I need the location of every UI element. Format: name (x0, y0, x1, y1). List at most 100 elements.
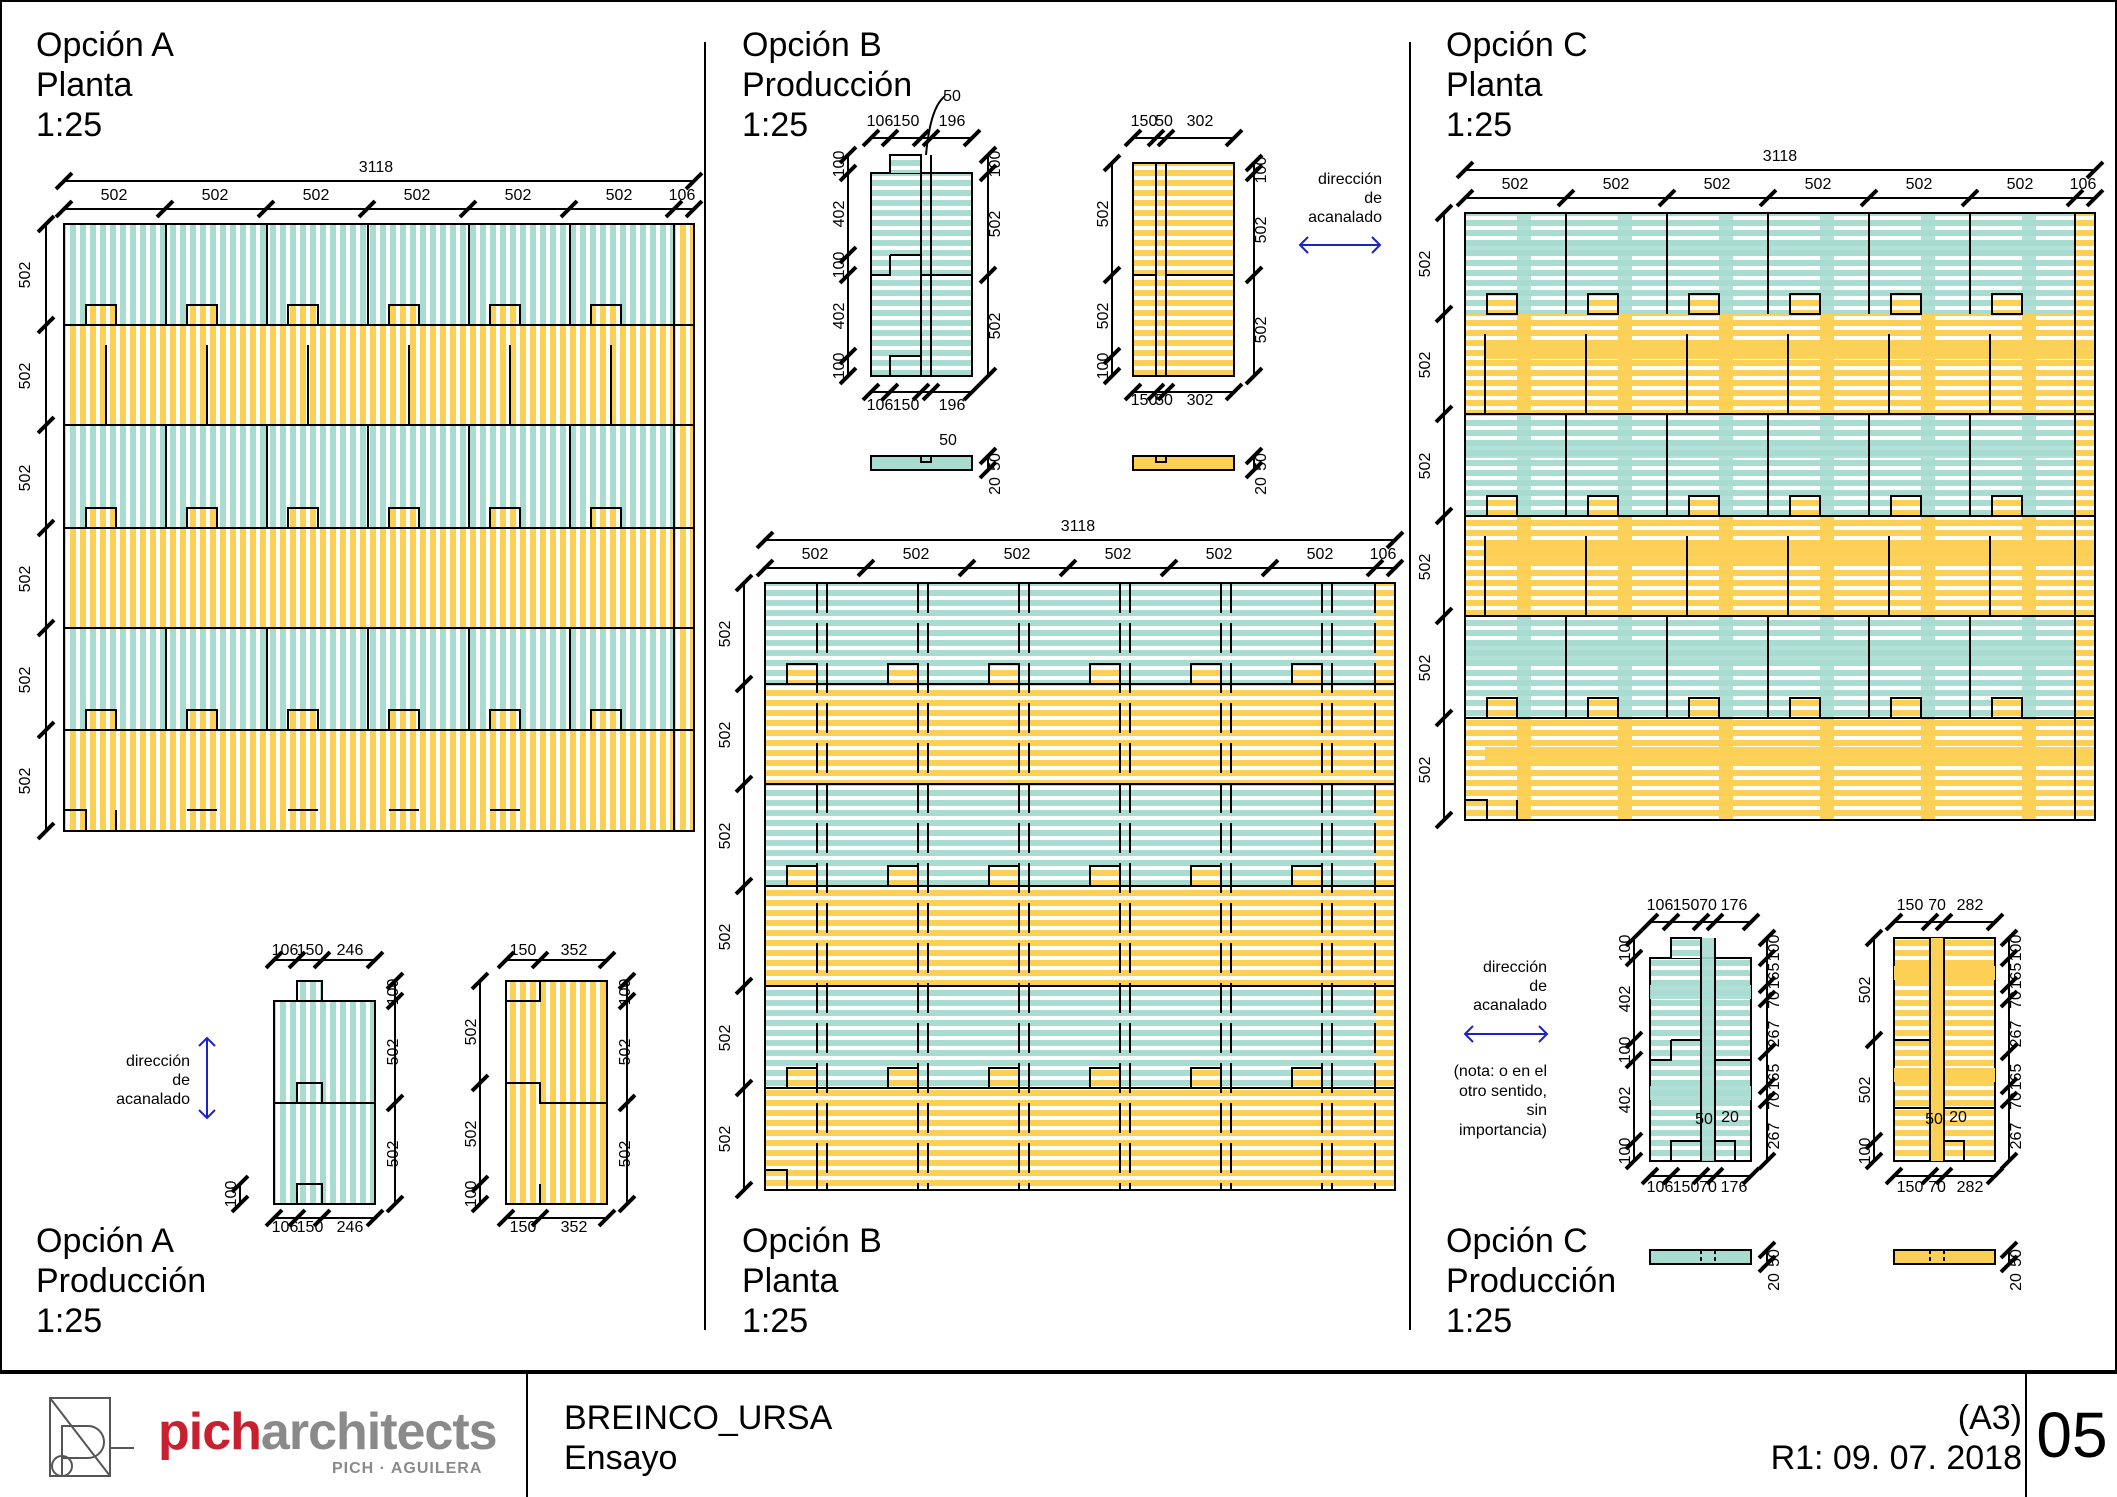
svg-text:20: 20 (2008, 1273, 2025, 1291)
svg-text:502: 502 (1307, 546, 1334, 563)
svg-text:106: 106 (1647, 1179, 1674, 1196)
logo-cell: picharchitects PICH · AGUILERA (0, 1374, 528, 1497)
svg-text:502: 502 (505, 187, 532, 204)
svg-text:502: 502 (987, 313, 1004, 340)
svg-text:70: 70 (1928, 897, 1946, 914)
svg-text:502: 502 (17, 262, 34, 289)
svg-text:165: 165 (2008, 1064, 2025, 1091)
svg-text:502: 502 (717, 924, 734, 951)
svg-text:502: 502 (1095, 201, 1112, 228)
svg-text:502: 502 (802, 546, 829, 563)
svg-text:196: 196 (939, 397, 966, 414)
svg-text:267: 267 (1766, 1021, 1783, 1048)
revision-date: R1: 09. 07. 2018 (1770, 1439, 2022, 1477)
svg-text:70: 70 (1699, 897, 1717, 914)
option-a-plan: 3118 502 502 502 502 502 502 106 502 502… (17, 159, 704, 841)
svg-text:20: 20 (1766, 1273, 1783, 1291)
paper-format: (A3) (1957, 1399, 2022, 1437)
svg-text:150: 150 (1131, 113, 1158, 130)
svg-text:100: 100 (1253, 157, 1270, 184)
svg-text:502: 502 (717, 621, 734, 648)
svg-text:100: 100 (463, 1181, 480, 1208)
svg-text:402: 402 (1617, 1087, 1634, 1114)
svg-text:100: 100 (1617, 935, 1634, 962)
svg-text:106: 106 (272, 1219, 299, 1236)
svg-text:100: 100 (987, 151, 1004, 178)
svg-text:267: 267 (1766, 1123, 1783, 1150)
sheet-number: 05 (2025, 1374, 2117, 1497)
svg-text:100: 100 (1617, 1037, 1634, 1064)
svg-text:50: 50 (1925, 1111, 1943, 1128)
logo-wordmark: picharchitects (158, 1403, 498, 1461)
svg-text:70: 70 (2008, 991, 2025, 1009)
svg-text:176: 176 (1721, 897, 1748, 914)
svg-text:150: 150 (1673, 1179, 1700, 1196)
svg-text:70: 70 (1766, 991, 1783, 1009)
direction-arrow-vertical-a (198, 1036, 216, 1120)
svg-text:302: 302 (1187, 392, 1214, 409)
svg-text:502: 502 (303, 187, 330, 204)
drawing-subject: Ensayo (564, 1439, 678, 1477)
project-name: BREINCO_URSA (564, 1399, 833, 1437)
svg-text:150: 150 (297, 1219, 324, 1236)
svg-text:502: 502 (404, 187, 431, 204)
svg-text:70: 70 (1699, 1179, 1717, 1196)
direction-arrow-horizontal-c (1463, 1025, 1549, 1043)
svg-text:20: 20 (1721, 1109, 1739, 1126)
option-a-production: 106 150 246 106 150 246 100 502 502 100 … (116, 942, 637, 1236)
svg-text:502: 502 (17, 667, 34, 694)
revision-info: (A3) R1: 09. 07. 2018 (1771, 1398, 2022, 1478)
svg-text:502: 502 (385, 1039, 402, 1066)
svg-text:176: 176 (1721, 1179, 1748, 1196)
svg-text:402: 402 (831, 201, 848, 228)
svg-text:150: 150 (297, 942, 324, 959)
svg-text:502: 502 (17, 363, 34, 390)
svg-text:150: 150 (1131, 392, 1158, 409)
svg-text:502: 502 (717, 1126, 734, 1153)
svg-text:150: 150 (510, 942, 537, 959)
svg-text:502: 502 (617, 1039, 634, 1066)
svg-text:70: 70 (1928, 1179, 1946, 1196)
svg-text:502: 502 (903, 546, 930, 563)
svg-text:246: 246 (337, 1219, 364, 1236)
svg-text:502: 502 (1417, 757, 1434, 784)
svg-text:106: 106 (272, 942, 299, 959)
svg-text:106: 106 (1370, 546, 1397, 563)
svg-text:3118: 3118 (359, 159, 394, 176)
svg-text:502: 502 (606, 187, 633, 204)
svg-text:502: 502 (717, 722, 734, 749)
svg-text:502: 502 (1417, 453, 1434, 480)
svg-text:402: 402 (831, 303, 848, 330)
svg-text:302: 302 (1187, 113, 1214, 130)
svg-text:50: 50 (1155, 113, 1173, 130)
svg-text:100: 100 (617, 979, 634, 1006)
svg-text:502: 502 (1095, 303, 1112, 330)
svg-text:502: 502 (1417, 655, 1434, 682)
svg-text:502: 502 (1502, 176, 1529, 193)
svg-text:106: 106 (867, 397, 894, 414)
svg-text:246: 246 (337, 942, 364, 959)
svg-text:502: 502 (17, 566, 34, 593)
option-b-production: 106 150 196 50 106 150 196 50 100 402 10… (831, 88, 1382, 495)
svg-text:402: 402 (1617, 986, 1634, 1013)
svg-text:50: 50 (1155, 392, 1173, 409)
svg-text:502: 502 (1004, 546, 1031, 563)
svg-text:20: 20 (1253, 477, 1270, 495)
svg-text:282: 282 (1957, 1179, 1984, 1196)
svg-text:502: 502 (1857, 1077, 1874, 1104)
svg-text:150: 150 (1897, 897, 1924, 914)
svg-text:3118: 3118 (1763, 148, 1798, 165)
svg-text:352: 352 (561, 942, 588, 959)
svg-text:106: 106 (669, 187, 696, 204)
svg-text:100: 100 (831, 252, 848, 279)
svg-text:150: 150 (893, 113, 920, 130)
svg-text:267: 267 (2008, 1021, 2025, 1048)
title-block: picharchitects PICH · AGUILERA BREINCO_U… (0, 1372, 2117, 1497)
svg-text:502: 502 (987, 211, 1004, 238)
